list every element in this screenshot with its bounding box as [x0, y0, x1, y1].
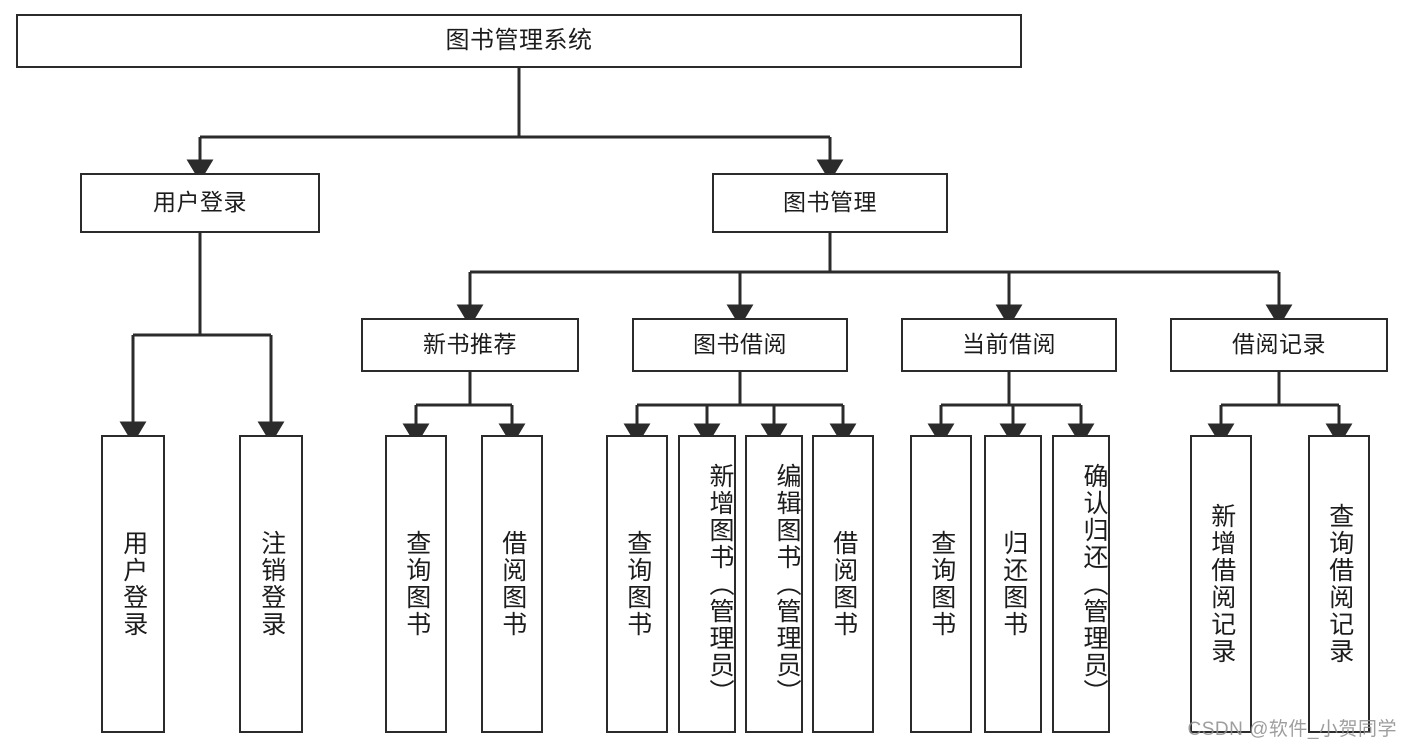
- leaf-borrow-books-newbook[interactable]: 借阅图书: [481, 435, 543, 733]
- node-book-borrowing[interactable]: 图书借阅: [632, 318, 848, 372]
- node-new-book-recommendation[interactable]: 新书推荐: [361, 318, 579, 372]
- leaf-return-books[interactable]: 归还图书: [984, 435, 1042, 733]
- node-label: 新增图书（管理员）: [706, 462, 734, 706]
- leaf-add-borrow-record[interactable]: 新增借阅记录: [1190, 435, 1252, 733]
- node-root-book-management-system[interactable]: 图书管理系统: [16, 14, 1022, 68]
- leaf-borrow-books[interactable]: 借阅图书: [812, 435, 874, 733]
- leaf-edit-book-admin[interactable]: 编辑图书（管理员）: [745, 435, 803, 733]
- node-label: 用户登录: [119, 530, 148, 638]
- leaf-query-books-newbook[interactable]: 查询图书: [385, 435, 447, 733]
- node-label: 借阅图书: [829, 530, 858, 638]
- node-label: 查询图书: [927, 530, 956, 638]
- watermark-text: CSDN @软件_小贺同学: [1187, 719, 1397, 740]
- node-current-borrowing[interactable]: 当前借阅: [901, 318, 1117, 372]
- node-label: 当前借阅: [962, 331, 1056, 358]
- node-label: 图书管理: [783, 189, 877, 216]
- node-label: 查询借阅记录: [1325, 503, 1354, 665]
- leaf-user-login[interactable]: 用户登录: [101, 435, 165, 733]
- node-book-management[interactable]: 图书管理: [712, 173, 948, 233]
- node-user-login[interactable]: 用户登录: [80, 173, 320, 233]
- node-label: 图书管理系统: [445, 26, 593, 54]
- node-label: 新增借阅记录: [1207, 503, 1236, 665]
- node-label: 查询图书: [402, 530, 431, 638]
- node-label: 归还图书: [999, 530, 1028, 638]
- leaf-confirm-return-admin[interactable]: 确认归还（管理员）: [1052, 435, 1110, 733]
- node-label: 用户登录: [153, 189, 247, 216]
- node-label: 确认归还（管理员）: [1080, 462, 1108, 706]
- node-label: 借阅图书: [498, 530, 527, 638]
- leaf-logout[interactable]: 注销登录: [239, 435, 303, 733]
- node-label: 编辑图书（管理员）: [773, 462, 801, 706]
- node-label: 查询图书: [623, 530, 652, 638]
- leaf-query-books-current[interactable]: 查询图书: [910, 435, 972, 733]
- node-borrow-records[interactable]: 借阅记录: [1170, 318, 1388, 372]
- node-label: 注销登录: [257, 530, 286, 638]
- node-label: 图书借阅: [693, 331, 787, 358]
- node-label: 新书推荐: [423, 331, 517, 358]
- leaf-add-book-admin[interactable]: 新增图书（管理员）: [678, 435, 736, 733]
- node-label: 借阅记录: [1232, 331, 1326, 358]
- leaf-query-borrow-record[interactable]: 查询借阅记录: [1308, 435, 1370, 733]
- leaf-query-books-borrow[interactable]: 查询图书: [606, 435, 668, 733]
